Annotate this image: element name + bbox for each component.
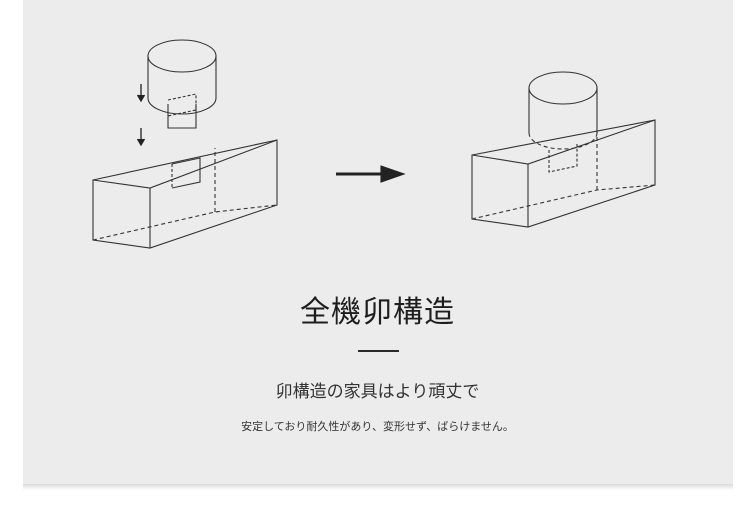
- content-panel: [23, 0, 733, 484]
- beam-left: [92, 139, 278, 249]
- mortise-hole: [171, 157, 201, 189]
- tenon-cylinder: [147, 39, 217, 129]
- title-divider: [358, 350, 399, 352]
- disassembled-joint: [92, 39, 278, 249]
- beam-right: [471, 119, 656, 228]
- page-title: 全機卯構造: [300, 295, 455, 330]
- down-arrow-icon: [136, 128, 146, 147]
- tenon-cylinder-inserted: [528, 71, 598, 173]
- down-arrow-icon: [136, 84, 146, 103]
- caption: 安定しており耐久性があり、変形せず、ばらけません。: [241, 420, 514, 433]
- assembled-joint: [471, 71, 656, 228]
- panel-shadow: [23, 484, 733, 490]
- right-arrow-icon: [336, 165, 406, 183]
- subtitle: 卯構造の家具はより頑丈で: [275, 382, 480, 402]
